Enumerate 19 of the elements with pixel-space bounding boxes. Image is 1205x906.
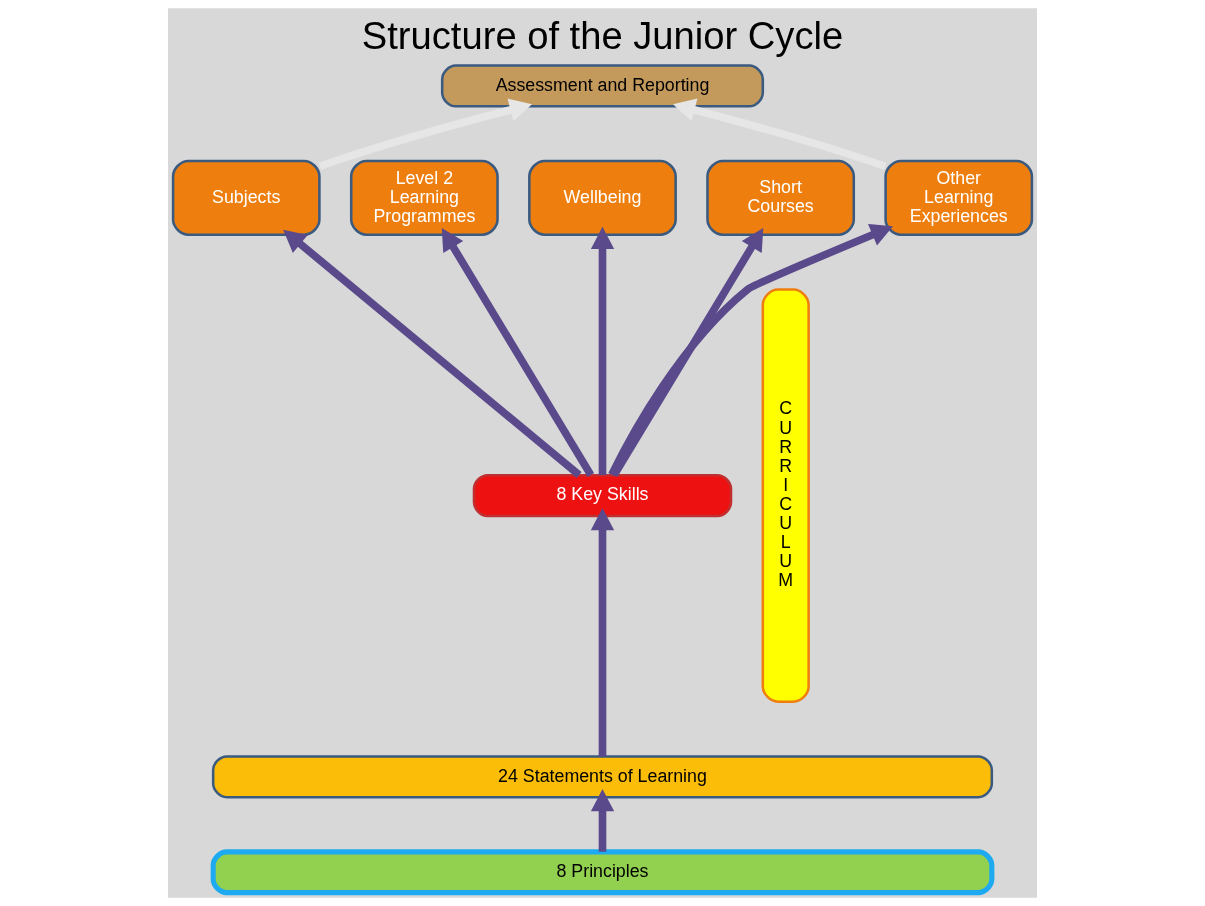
node-box: 8 Principles — [210, 849, 995, 896]
arrow — [673, 98, 887, 170]
arrow — [608, 224, 893, 477]
node-box: Assessment and Reporting — [440, 64, 765, 108]
arrow — [590, 226, 615, 475]
arrow — [590, 789, 615, 852]
arrow — [283, 229, 582, 478]
arrow — [590, 507, 615, 757]
arrow — [441, 227, 595, 477]
node-box: 24 Statements of Learning — [211, 755, 994, 799]
node-box: 8 Key Skills — [472, 474, 733, 518]
node-box: Short Courses — [706, 159, 856, 237]
node-box: Level 2 Learning Programmes — [349, 159, 499, 237]
arrow — [318, 98, 532, 170]
node-box: Other Learning Experiences — [884, 159, 1034, 237]
node-box: Wellbeing — [528, 159, 677, 237]
diagram-title: Structure of the Junior Cycle — [361, 14, 844, 58]
node-box: Subjects — [171, 159, 321, 237]
node-box: CURRICULUM — [761, 288, 810, 703]
